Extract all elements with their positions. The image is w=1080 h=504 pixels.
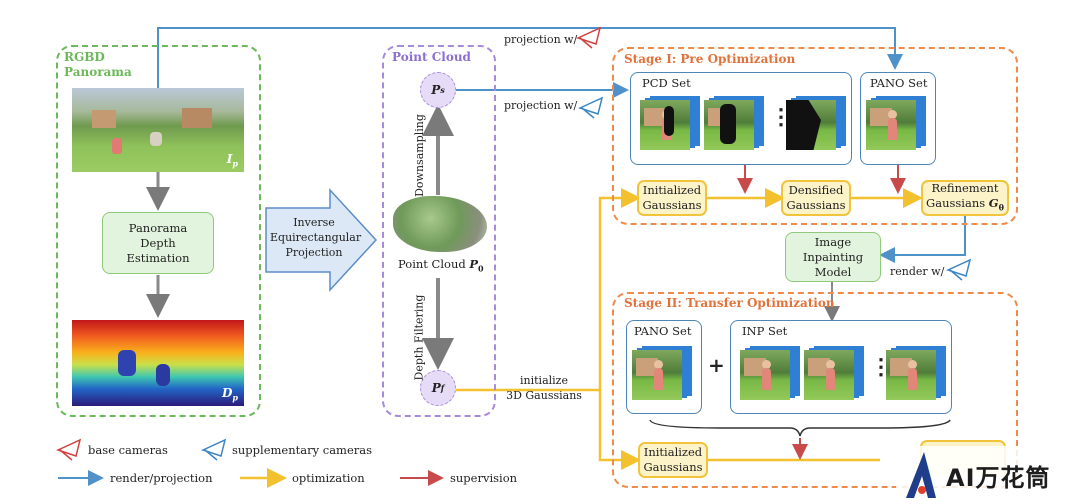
refinement-gaussians-node: Refinement Gaussians Gθ	[921, 180, 1009, 216]
pf-symbol: P	[431, 381, 441, 395]
refinement-symbol: G	[988, 195, 999, 210]
ps-symbol: P	[431, 83, 441, 97]
densified-gaussians-node: Densified Gaussians	[781, 180, 851, 216]
dp-symbol: D	[222, 385, 233, 400]
pf-subscript: f	[440, 383, 445, 393]
stage2-title: Stage II: Transfer Optimization	[624, 296, 835, 310]
rgbd-panorama-title: RGBD Panorama	[64, 50, 132, 79]
ip-symbol: I	[226, 151, 233, 166]
legend-render-projection: render/projection	[110, 471, 213, 485]
depth-estimation-node: Panorama Depth Estimation	[102, 212, 214, 274]
legend-supp-cameras: supplementary cameras	[232, 443, 373, 457]
camera-icon-legend-base	[55, 438, 82, 461]
ps-subscript: s	[440, 85, 445, 95]
p0-subscript: 0	[478, 263, 484, 274]
downsampling-label: Downsampling	[412, 114, 426, 197]
watermark-text: AI万花筒	[946, 464, 1051, 492]
watermark-logo-icon	[906, 452, 936, 498]
camera-icon-supp-mid	[577, 96, 604, 119]
proj-base-label: projection w/	[504, 33, 578, 46]
pcd-set-label: PCD Set	[642, 76, 691, 90]
dp-subscript: p	[232, 392, 238, 402]
camera-icon-base-top	[575, 26, 602, 49]
image-inpainting-node: Image Inpainting Model	[785, 232, 881, 282]
point-cloud-title: Point Cloud	[392, 50, 471, 64]
rgbd-panorama-section	[56, 45, 261, 417]
p0-label: Point Cloud	[398, 257, 466, 271]
ip-subscript: p	[232, 158, 238, 168]
pano-set-label-1: PANO Set	[870, 76, 928, 90]
legend-base-cameras: base cameras	[88, 443, 168, 457]
initialize-label: initialize 3D Gaussians	[506, 374, 582, 402]
render-label: render w/	[890, 265, 945, 278]
brace	[649, 419, 951, 437]
initialized-gaussians-node-2: Initialized Gaussians	[638, 442, 708, 478]
legend-optimization: optimization	[292, 471, 365, 485]
plus-sign: +	[708, 353, 725, 377]
stage2-section	[612, 292, 1018, 488]
watermark-logo: AI万花筒	[896, 446, 1080, 502]
refinement-label: Refinement Gaussians	[926, 180, 999, 210]
initialized-gaussians-node-1: Initialized Gaussians	[637, 180, 707, 216]
edge-pf-to-stage2	[598, 390, 641, 470]
depth-map-image: Dp	[72, 320, 244, 406]
point-cloud-section	[382, 45, 496, 417]
pano-set-label-2: PANO Set	[634, 324, 692, 338]
stage1-section	[612, 47, 1018, 225]
stage1-title: Stage I: Pre Optimization	[624, 52, 796, 66]
proj-supp-label: projection w/	[504, 99, 578, 112]
inp-set-label: INP Set	[742, 324, 788, 338]
camera-icon-legend-supp	[200, 438, 227, 461]
legend-supervision: supervision	[450, 471, 518, 485]
inverse-projection-label: Inverse Equirectangular Projection	[270, 216, 362, 259]
edge-pf-to-gaussians	[456, 188, 641, 392]
point-cloud-blob	[393, 196, 487, 252]
edge-refinement-render	[879, 212, 966, 263]
panorama-image: Ip	[72, 88, 244, 172]
depth-filtering-label: Depth Filtering	[412, 294, 426, 381]
refinement-subscript: θ	[998, 202, 1004, 213]
p0-symbol: P	[469, 257, 479, 271]
camera-icon-render	[945, 258, 972, 281]
